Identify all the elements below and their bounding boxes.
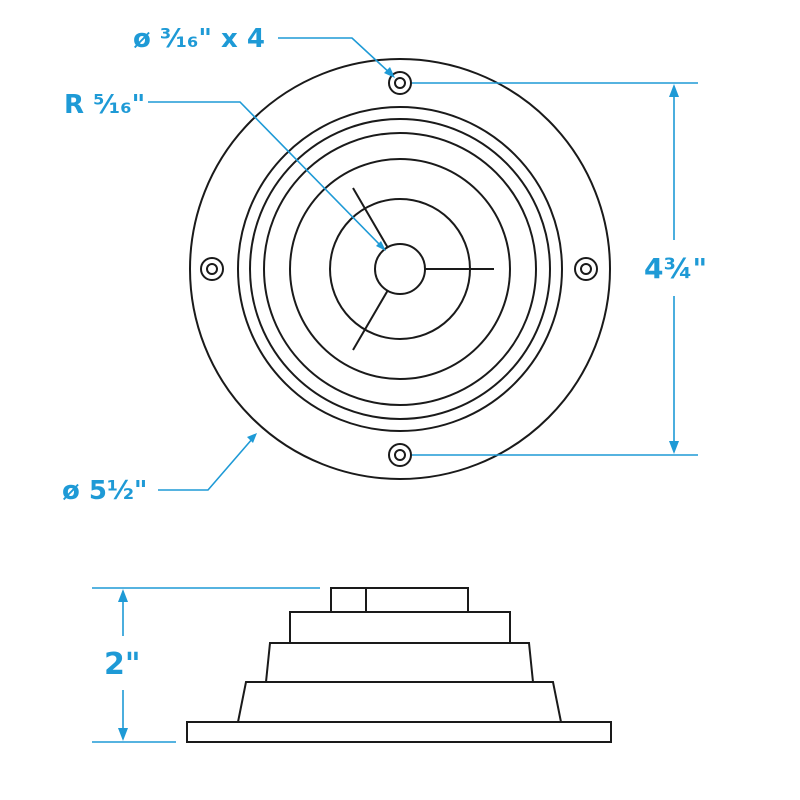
outer-diameter-leader — [158, 433, 257, 491]
mounting-hole-top — [388, 71, 412, 95]
hole-spacing-label: 4¾" — [644, 252, 708, 285]
center-bore — [374, 243, 426, 295]
slot-arm-upper — [352, 187, 389, 249]
mounting-hole-left — [200, 257, 224, 281]
body-ring-3 — [289, 158, 511, 380]
mounting-hole-bottom — [388, 443, 412, 467]
tier-2 — [265, 642, 534, 683]
hole-diameter-label: ø ³⁄₁₆" x 4 — [133, 24, 265, 54]
mounting-hole-right — [574, 257, 598, 281]
tier-3 — [289, 611, 511, 643]
flange-outer-edge — [189, 58, 611, 480]
body-ring-1 — [249, 118, 551, 420]
height-label: 2" — [104, 647, 141, 682]
body-ring-2 — [263, 132, 537, 406]
inner-radius-leader — [148, 101, 386, 251]
hole-spacing-dimension — [412, 82, 698, 456]
base-plate — [186, 721, 612, 743]
hole-diameter-leader — [278, 37, 395, 78]
outer-diameter-label: ø 5½" — [62, 476, 148, 506]
top-view — [189, 58, 611, 480]
side-view — [186, 587, 612, 743]
height-dimension — [92, 587, 320, 743]
inner-radius-label: R ⁵⁄₁₆" — [64, 90, 146, 120]
tier-1 — [237, 681, 562, 723]
flange-inner-edge — [237, 106, 563, 432]
slot-arm-lower — [352, 289, 389, 351]
tier-4 — [330, 587, 469, 612]
